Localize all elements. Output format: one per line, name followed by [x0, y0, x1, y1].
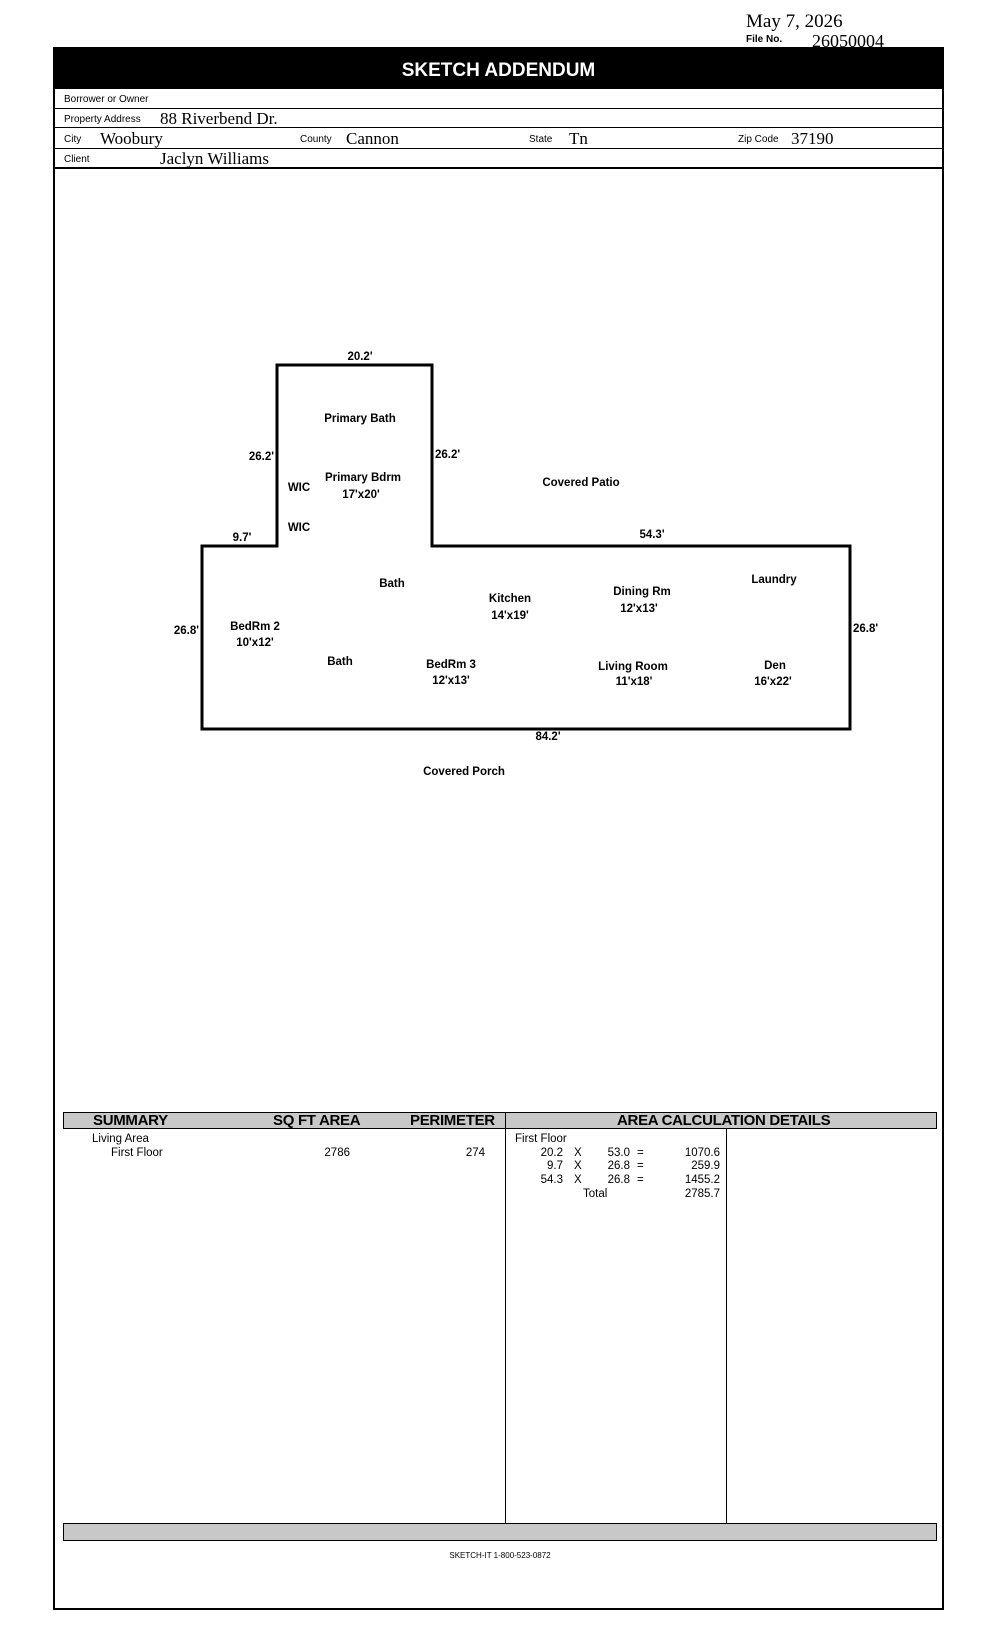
sqft-area-header: SQ FT AREA: [273, 1112, 361, 1129]
client-label: Client: [64, 154, 90, 165]
room-living: Living Room: [598, 661, 668, 673]
dim-step-right: 54.3': [639, 529, 664, 541]
room-bedrm-3-size: 12'x13': [432, 675, 470, 687]
dim-upper-right: 26.2': [435, 449, 460, 461]
borrower-label: Borrower or Owner: [64, 94, 149, 105]
total-value: 2785.7: [684, 1188, 720, 1200]
footer-credit: SKETCH-IT 1-800-523-0872: [449, 1551, 551, 1560]
room-dining: Dining Rm: [613, 586, 671, 598]
details-floor-label: First Floor: [515, 1133, 567, 1145]
room-bedrm-3: BedRm 3: [426, 659, 476, 671]
address-label: Property Address: [64, 114, 141, 125]
living-area-label: Living Area: [92, 1133, 149, 1145]
column-divider: [505, 1112, 506, 1523]
room-covered-patio: Covered Patio: [542, 477, 619, 489]
dim-left: 26.8': [174, 625, 199, 637]
perimeter-value: 274: [465, 1147, 485, 1159]
house-outline: [200, 363, 852, 731]
state-label: State: [529, 134, 553, 145]
page-title: SKETCH ADDENDUM: [55, 49, 942, 89]
perimeter-header: PERIMETER: [410, 1112, 495, 1129]
city-label: City: [64, 134, 82, 145]
room-primary-bath: Primary Bath: [324, 413, 396, 425]
room-wic-1: WIC: [288, 482, 310, 494]
room-bedrm-2: BedRm 2: [230, 621, 280, 633]
county-value: Cannon: [346, 129, 399, 148]
room-kitchen: Kitchen: [489, 593, 531, 605]
summary-header: SUMMARY: [93, 1112, 168, 1129]
client-value: Jaclyn Williams: [160, 149, 270, 168]
county-label: County: [300, 134, 332, 145]
dim-bottom: 84.2': [535, 731, 560, 743]
page-frame: [53, 47, 944, 1610]
zip-value: 37190: [791, 129, 834, 148]
floor-plan-sketch: 20.2' 26.2' 26.2' 9.7' 54.3' 26.8' 26.8'…: [174, 351, 879, 778]
room-primary-bdrm: Primary Bdrm: [325, 472, 401, 484]
room-bath-2: Bath: [327, 656, 353, 668]
state-value: Tn: [569, 129, 588, 148]
room-bedrm-2-size: 10'x12': [236, 637, 274, 649]
summary-footer-bar: [63, 1523, 937, 1541]
room-living-size: 11'x18': [616, 676, 653, 688]
column-divider: [726, 1129, 727, 1523]
city-value: Woobury: [100, 129, 163, 148]
divider: [55, 167, 942, 169]
room-bath-1: Bath: [379, 578, 405, 590]
total-label: Total: [583, 1188, 608, 1200]
room-kitchen-size: 14'x19': [491, 610, 529, 622]
address-value: 88 Riverbend Dr.: [160, 109, 278, 128]
sqft-area-value: 2786: [324, 1147, 350, 1159]
room-covered-porch: Covered Porch: [423, 766, 505, 778]
floor-label: First Floor: [111, 1147, 163, 1159]
dim-right: 26.8': [853, 623, 878, 635]
divider: [55, 108, 942, 109]
file-no-label: File No.: [746, 34, 783, 45]
dim-top: 20.2': [347, 351, 372, 363]
room-primary-bdrm-size: 17'x20': [342, 489, 380, 501]
report-date: May 7, 2026: [746, 11, 843, 32]
dim-step-left: 9.7': [233, 532, 252, 544]
room-den: Den: [764, 660, 786, 672]
room-laundry: Laundry: [751, 574, 797, 586]
divider: [55, 148, 942, 149]
area-calc-details-header: AREA CALCULATION DETAILS: [617, 1112, 831, 1129]
room-den-size: 16'x22': [754, 676, 792, 688]
dim-upper-left: 26.2': [249, 451, 274, 463]
divider: [55, 127, 942, 128]
room-wic-2: WIC: [288, 522, 310, 534]
zip-label: Zip Code: [738, 134, 779, 145]
room-dining-size: 12'x13': [620, 603, 658, 615]
file-no-value: 26050004: [812, 31, 884, 51]
summary-header-bar: [63, 1112, 937, 1129]
